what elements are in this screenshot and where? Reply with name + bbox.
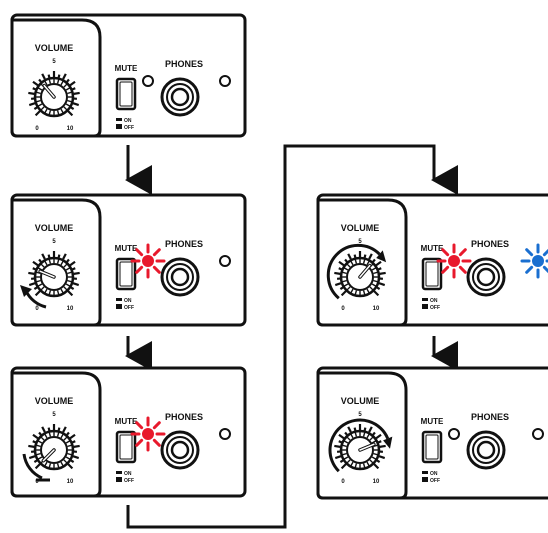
scale-5-label: 5 (52, 59, 56, 65)
mute-switch[interactable] (421, 430, 443, 464)
power-led (219, 75, 231, 87)
power-led (219, 428, 231, 440)
mute-label: MUTE (421, 244, 444, 253)
mute-off-label: OFF (430, 478, 440, 484)
knob-ticks (28, 251, 80, 297)
phones-label: PHONES (165, 412, 203, 422)
mute-led (142, 428, 154, 440)
mute-label: MUTE (115, 244, 138, 253)
mute-led (142, 75, 154, 87)
power-led-glow (520, 243, 548, 279)
mute-led (142, 255, 154, 267)
phones-label: PHONES (471, 239, 509, 249)
power-led (532, 428, 544, 440)
mute-switch[interactable] (421, 257, 443, 291)
phones-label: PHONES (471, 412, 509, 422)
mute-off-label: OFF (124, 478, 134, 484)
phones-label: PHONES (165, 59, 203, 69)
knob-ticks (334, 424, 386, 470)
scale-0-label: 0 (35, 306, 39, 312)
volume-label: VOLUME (341, 396, 380, 406)
mute-label: MUTE (115, 417, 138, 426)
mute-on-label: ON (124, 298, 132, 304)
mute-led-glow (130, 416, 166, 452)
mute-off-label: OFF (430, 305, 440, 311)
volume-label: VOLUME (35, 396, 74, 406)
power-led (532, 255, 544, 267)
scale-5-label: 5 (52, 239, 56, 245)
scale-5-label: 5 (52, 412, 56, 418)
mute-led-glow (436, 243, 472, 279)
mute-switch[interactable] (115, 430, 137, 464)
min-position-arrow (22, 453, 43, 480)
power-led (219, 255, 231, 267)
scale-10-label: 10 (67, 126, 74, 132)
scale-5-label: 5 (358, 239, 362, 245)
arrow-step3-to-step4 (126, 144, 458, 529)
mute-led (448, 428, 460, 440)
scale-0-label: 0 (35, 479, 39, 485)
scale-5-label: 5 (358, 412, 362, 418)
mute-switch[interactable] (115, 257, 137, 291)
mute-led-glow (130, 243, 166, 279)
scale-0-label: 0 (341, 479, 345, 485)
scale-10-label: 10 (373, 479, 380, 485)
mute-on-label: ON (124, 118, 132, 124)
rotate-right-arrow (326, 243, 381, 300)
mute-off-label: OFF (124, 125, 134, 131)
volume-label: VOLUME (341, 223, 380, 233)
mute-switch[interactable] (115, 77, 137, 111)
mute-label: MUTE (115, 64, 138, 73)
knob-ticks (334, 251, 386, 297)
phones-label: PHONES (165, 239, 203, 249)
mute-on-label: ON (430, 298, 438, 304)
rotate-right-arrow (328, 418, 390, 473)
knob-ticks (28, 424, 80, 470)
mute-label: MUTE (421, 417, 444, 426)
mute-led (448, 255, 460, 267)
knob-ticks (28, 71, 80, 117)
scale-0-label: 0 (35, 126, 39, 132)
scale-0-label: 0 (341, 306, 345, 312)
volume-label: VOLUME (35, 43, 74, 53)
scale-10-label: 10 (373, 306, 380, 312)
mute-on-label: ON (430, 471, 438, 477)
mute-on-label: ON (124, 471, 132, 477)
mute-off-label: OFF (124, 305, 134, 311)
scale-10-label: 10 (67, 306, 74, 312)
scale-10-label: 10 (67, 479, 74, 485)
flow-connectors (125, 144, 458, 529)
volume-label: VOLUME (35, 223, 74, 233)
